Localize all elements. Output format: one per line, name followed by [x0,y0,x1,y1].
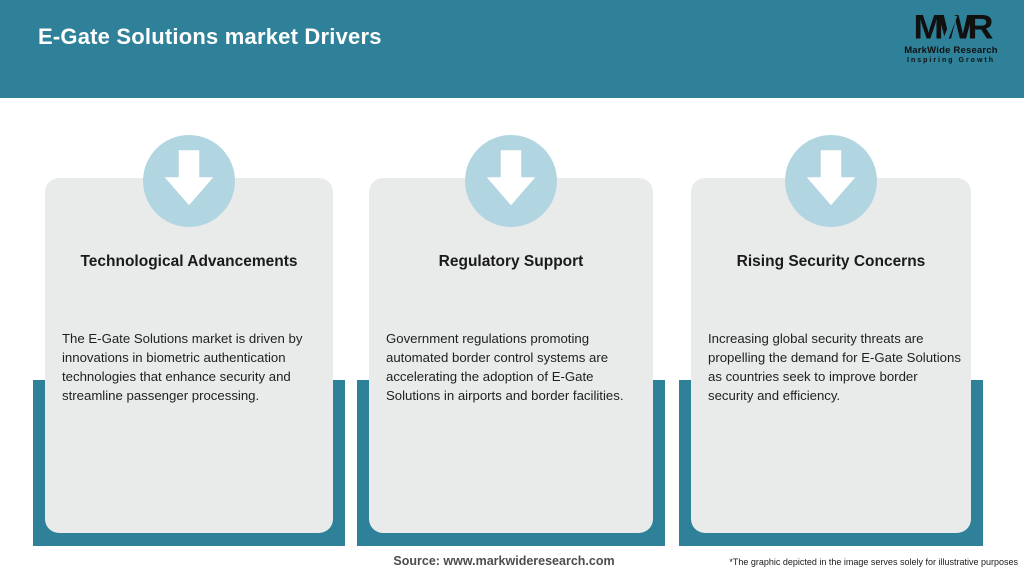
card-title: Rising Security Concerns [736,253,926,270]
card-body: The E-Gate Solutions market is driven by… [62,331,303,404]
driver-card-rising-security-concerns: Rising Security Concerns Increasing glob… [691,178,971,533]
page-title: E-Gate Solutions market Drivers [38,24,382,49]
mwr-logo-tagline: Inspiring Growth [907,57,995,64]
card-body: Increasing global security threats are p… [708,331,961,404]
header-band: E-Gate Solutions market Drivers MWR Mark… [0,0,1024,98]
arrow-down-icon [806,150,856,206]
icon-circle [465,135,557,227]
disclaimer-text: *The graphic depicted in the image serve… [729,557,1018,567]
card-title: Regulatory Support [438,253,584,270]
mwr-logo-acronym: MWR [913,7,994,47]
driver-card-regulatory-support: Regulatory Support Government regulation… [369,178,653,533]
arrow-down-icon [486,150,536,206]
mwr-logo: MWR MarkWide Research Inspiring Growth [896,7,1006,64]
card-body: Government regulations promoting automat… [386,331,624,404]
arrow-down-icon [164,150,214,206]
driver-card-technological-advancements: Technological Advancements The E-Gate So… [45,178,333,533]
card-title: Technological Advancements [80,253,298,270]
icon-circle [785,135,877,227]
source-text: Source: www.markwideresearch.com [393,554,615,568]
mwr-logo-name: MarkWide Research [904,45,998,56]
icon-circle [143,135,235,227]
